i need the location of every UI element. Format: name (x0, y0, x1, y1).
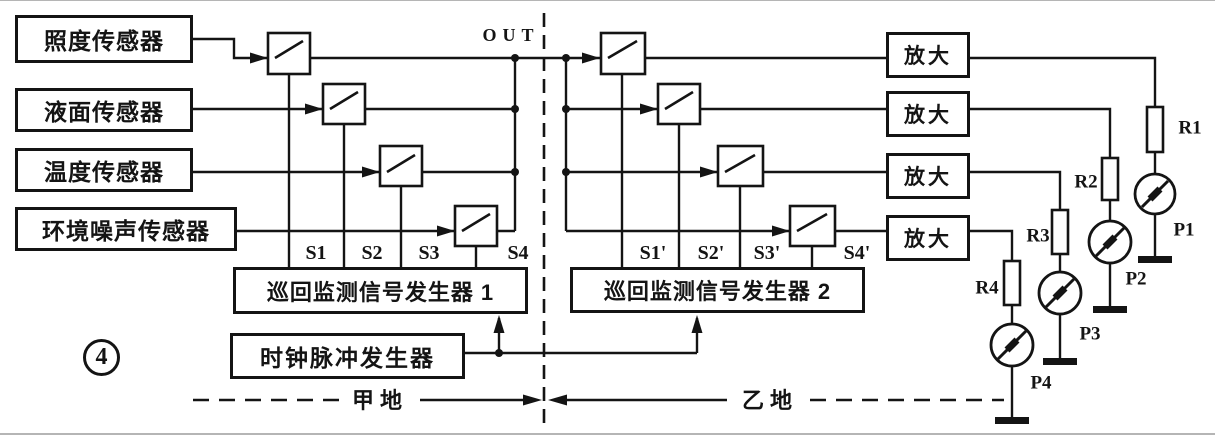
meter-label-p3: P3 (1079, 323, 1101, 345)
sensor-box-liquid-level: 液面传感器 (15, 88, 193, 132)
resistor-r1-symbol (1145, 105, 1165, 154)
switch-s1p-icon (599, 31, 647, 76)
meter-p4-symbol (989, 322, 1035, 368)
wire-amp4-to-r4 (970, 229, 1014, 261)
junction-dot (511, 54, 519, 62)
region-label-site-b: 乙地 (741, 388, 799, 413)
sensor-box-ambient-noise: 环境噪声传感器 (15, 207, 237, 251)
ground-symbol-p2 (1093, 306, 1127, 313)
wire-amp2-to-r2 (970, 107, 1112, 158)
resistor-label-r3: R3 (1026, 225, 1050, 247)
resistor-label-r2: R2 (1074, 171, 1098, 193)
switch-s4p-icon (788, 204, 837, 248)
amplifier-box-2: 放大 (886, 91, 970, 137)
ground-symbol-p4 (995, 417, 1029, 424)
arrowhead-into-s3p (700, 166, 718, 178)
resistor-label-r1: R1 (1178, 117, 1202, 139)
signal-generator-1-box: 巡回监测信号发生器 1 (233, 267, 528, 314)
arrowhead-into-s1p (582, 52, 600, 64)
resistor-label-r4: R4 (975, 277, 999, 299)
arrowhead-into-s4p (772, 225, 790, 237)
junction-dot (511, 168, 519, 176)
junction-dot (511, 105, 519, 113)
arrowhead-divider-right (548, 394, 567, 406)
switch-label-s2-prime: S2' (697, 242, 725, 264)
junction-dot (562, 168, 570, 176)
arrowhead-clock-left (493, 315, 505, 333)
meter-label-p2: P2 (1125, 268, 1147, 290)
switch-s4-icon (453, 204, 499, 248)
resistor-r2-symbol (1100, 156, 1120, 202)
arrowhead-into-s2p (640, 103, 658, 115)
wire-amp3-to-r3 (970, 170, 1062, 210)
junction-dot (495, 349, 503, 357)
switch-label-s1: S1 (305, 242, 327, 264)
switch-label-s4-prime: S4' (843, 242, 871, 264)
arrowhead-into-s2 (305, 103, 323, 115)
arrowhead-clock-right (691, 315, 703, 333)
arrowhead-divider-left (523, 394, 542, 406)
amplifier-box-4: 放大 (886, 215, 970, 261)
switch-label-s3: S3 (418, 242, 440, 264)
region-label-site-a: 甲地 (351, 388, 409, 413)
ground-symbol-p3 (1043, 358, 1077, 365)
meter-p3-symbol (1037, 270, 1083, 316)
switch-s3-icon (378, 144, 424, 188)
junction-dot (562, 105, 570, 113)
amplifier-box-1: 放大 (886, 32, 970, 78)
arrowhead-into-s1 (250, 52, 268, 64)
switch-label-s2: S2 (361, 242, 383, 264)
amplifier-box-3: 放大 (886, 153, 970, 199)
ground-symbol-p1 (1138, 256, 1172, 263)
resistor-r4-symbol (1002, 259, 1022, 307)
switch-s2-icon (321, 82, 367, 126)
resistor-r3-symbol (1050, 208, 1070, 256)
switch-s2p-icon (656, 82, 702, 126)
wire-amp1-to-r1 (970, 56, 1157, 107)
junction-dot (562, 54, 570, 62)
out-label: OUT (482, 25, 540, 45)
meter-label-p4: P4 (1030, 372, 1052, 394)
signal-generator-2-box: 巡回监测信号发生器 2 (570, 267, 865, 313)
sensor-box-temperature: 温度传感器 (15, 148, 193, 192)
switch-label-s4: S4 (507, 242, 529, 264)
figure-number-badge: 4 (83, 339, 120, 376)
switch-s1-icon (266, 31, 312, 76)
clock-pulse-generator-box: 时钟脉冲发生器 (230, 333, 465, 379)
switch-s3p-icon (716, 144, 765, 188)
meter-p1-symbol (1133, 172, 1177, 216)
arrowhead-into-s4 (437, 225, 455, 237)
meter-p2-symbol (1087, 219, 1133, 265)
switch-label-s3-prime: S3' (753, 242, 781, 264)
switch-label-s1-prime: S1' (639, 242, 667, 264)
sensor-box-illuminance: 照度传感器 (15, 15, 193, 63)
arrowhead-into-s3 (362, 166, 380, 178)
meter-label-p1: P1 (1173, 219, 1195, 241)
